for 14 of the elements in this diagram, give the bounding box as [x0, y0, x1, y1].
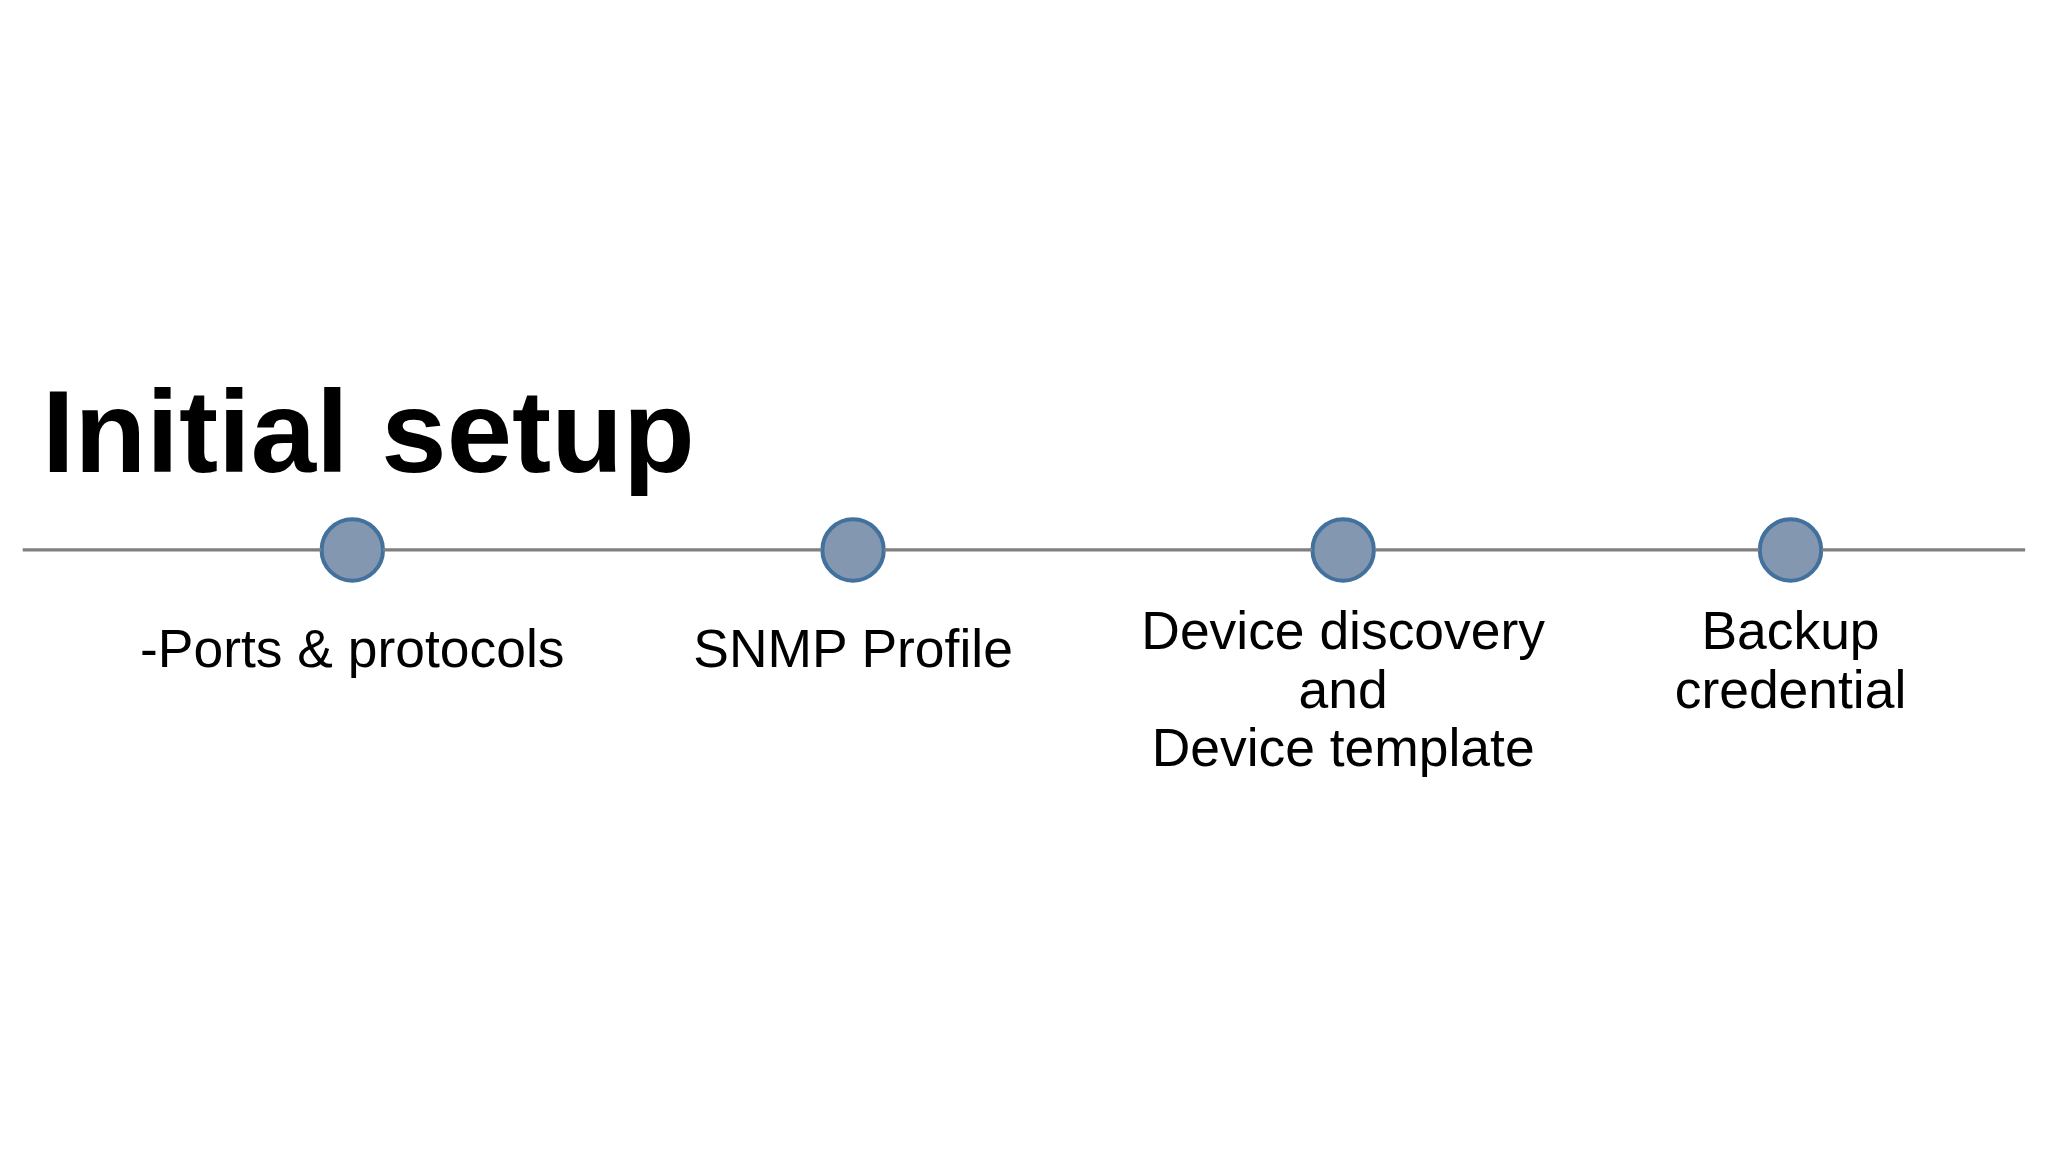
connector — [1821, 548, 2026, 552]
node-circle — [319, 517, 386, 583]
connector — [22, 548, 322, 552]
node-circle — [820, 517, 886, 583]
connector — [383, 548, 822, 552]
node-label: Device discovery and Device template — [1141, 600, 1545, 778]
node-label: Backup credential — [1674, 600, 1907, 719]
node-circle — [1757, 517, 1824, 583]
node-circle — [1310, 517, 1376, 583]
node-label: -Ports & protocols — [140, 619, 565, 679]
connector — [883, 548, 1313, 552]
connector — [1374, 548, 1760, 552]
node-label: SNMP Profile — [693, 619, 1013, 679]
diagram-title: Initial setup — [41, 365, 695, 497]
